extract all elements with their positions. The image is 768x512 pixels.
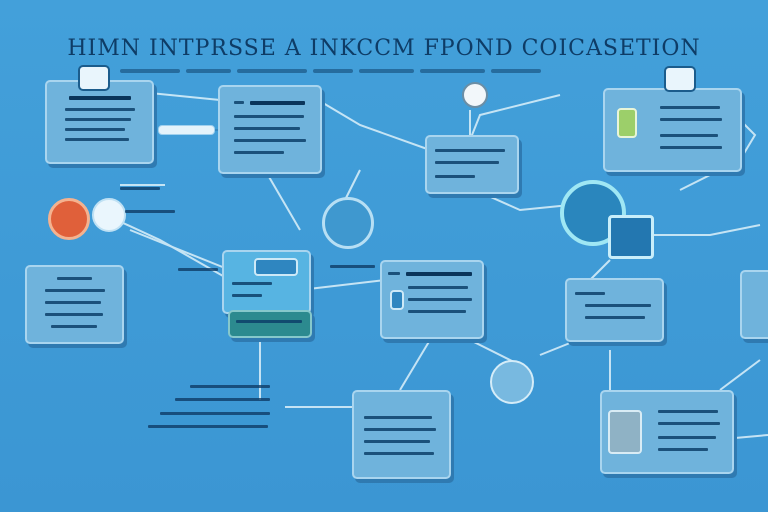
panel-top-left — [45, 80, 154, 164]
hand-icon — [608, 410, 642, 454]
gear-ring-icon — [322, 197, 374, 249]
robot-head-icon-right — [664, 66, 696, 92]
robot-head-icon — [78, 65, 110, 91]
globe-icon — [92, 198, 126, 232]
panel-bottom-center — [352, 390, 451, 479]
connector-bar — [158, 125, 215, 135]
panel-top-right — [603, 88, 742, 172]
diagram-title: HIMN INTPRSSE A INKCCM FPOND COICASETION — [67, 36, 701, 61]
lamp-icon — [462, 82, 488, 108]
panel-left-mid — [25, 265, 124, 344]
panel-right-mid — [565, 278, 664, 342]
panel-center-mid — [380, 260, 484, 339]
panel-far-right — [740, 270, 768, 339]
panel-center-left — [222, 250, 311, 314]
panel-top-center — [218, 85, 322, 174]
panel-center-top — [425, 135, 519, 194]
chip-icon — [608, 215, 654, 259]
panel-dark-label — [228, 310, 312, 338]
panel-bottom-right — [600, 390, 734, 474]
globe-bottom-icon — [490, 360, 534, 404]
orange-node-icon — [48, 198, 90, 240]
subtitle-bars — [120, 58, 550, 73]
